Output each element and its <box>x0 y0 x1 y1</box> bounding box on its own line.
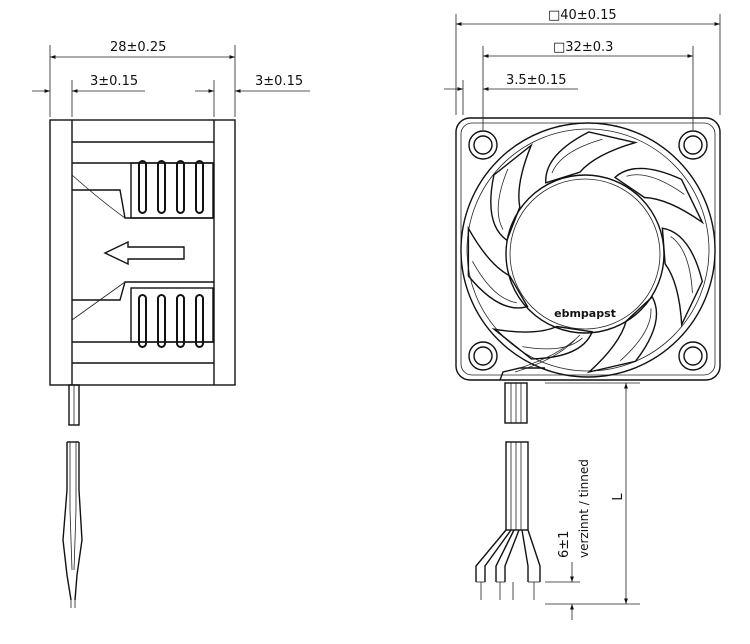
fan-blade <box>491 325 594 360</box>
front-view: ebmpapst <box>444 8 721 620</box>
front-wire-bundle <box>475 441 541 600</box>
dim-label: 3.5±0.15 <box>506 73 567 88</box>
dim-label: L <box>611 493 626 501</box>
side-view: 28±0.25 3±0.15 3±0.15 <box>32 40 310 608</box>
fan-blade <box>613 167 705 225</box>
fan-blade <box>661 227 704 328</box>
dim-label: 28±0.25 <box>110 40 166 55</box>
dim-label: 6±1 <box>557 531 572 558</box>
brand-label: ebmpapst <box>554 307 616 320</box>
fan-blade-edge <box>626 174 685 195</box>
dim-side-left-flange: 3±0.15 <box>32 74 145 117</box>
fan-blade <box>586 295 658 374</box>
fan-blade <box>467 225 529 309</box>
dim-strip-length: 6±1 verzinnt / tinned <box>545 459 591 620</box>
fan-blade-edge <box>497 168 509 230</box>
dim-label: □40±0.15 <box>548 8 617 23</box>
fan-blade-edge <box>620 308 652 361</box>
dim-front-frame: □40±0.15 <box>455 8 721 115</box>
fan-hub <box>505 174 665 334</box>
strip-note: verzinnt / tinned <box>577 459 591 558</box>
mounting-holes <box>468 130 708 371</box>
side-wire-bundle <box>62 441 83 608</box>
dim-side-width: 28±0.25 <box>49 40 236 117</box>
dim-label: □32±0.3 <box>553 40 613 55</box>
dim-wire-length: L <box>545 382 640 605</box>
dim-label: 3±0.15 <box>255 74 303 89</box>
fan-blade-edge <box>522 337 583 350</box>
fan-blades <box>467 131 705 374</box>
fan-blade-edge <box>472 261 517 304</box>
dim-side-right-flange: 3±0.15 <box>195 74 310 117</box>
airflow-arrow-icon <box>103 240 185 266</box>
dim-front-hole-offset: 3.5±0.15 <box>444 73 578 115</box>
fan-blade <box>545 131 639 184</box>
fan-blade-edge <box>670 236 693 294</box>
upper-vent-slots <box>130 160 214 219</box>
dim-label: 3±0.15 <box>90 74 138 89</box>
lower-vent-slots <box>130 287 214 348</box>
fan-blade <box>490 143 533 242</box>
fan-blade-edge <box>551 138 603 174</box>
